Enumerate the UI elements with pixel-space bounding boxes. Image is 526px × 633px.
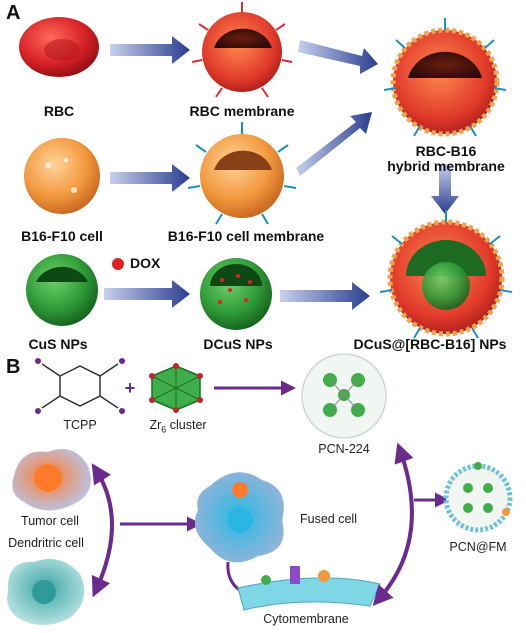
label-cytomembrane: Cytomembrane <box>263 612 349 626</box>
arrow-cytomembrane-to-pcn <box>372 442 414 606</box>
label-dcus: DCuS NPs <box>203 336 273 352</box>
fused-cell-illustration <box>194 472 284 563</box>
dox-dot <box>112 258 124 270</box>
hybrid-membrane-vesicle <box>383 18 507 137</box>
arrow-dcus-to-final <box>280 282 370 310</box>
pcn-fm-illustration <box>443 462 513 533</box>
label-hybrid-line2: hybrid membrane <box>387 158 505 174</box>
label-pcn224: PCN-224 <box>318 442 370 456</box>
rbc-membrane-vesicle <box>191 2 293 98</box>
label-hybrid-line1: RBC-B16 <box>415 143 477 159</box>
label-final: DCuS@[RBC-B16] NPs <box>353 336 507 352</box>
arrow-rbc-to-membrane <box>110 36 190 64</box>
panel-b-letter: B <box>6 356 21 378</box>
cus-np-illustration <box>26 254 98 326</box>
pcn224-illustration <box>301 353 387 439</box>
cytomembrane-illustration <box>237 566 381 611</box>
final-np-illustration <box>379 210 513 339</box>
panel-a-letter: A <box>6 2 21 24</box>
label-plus: + <box>124 378 136 398</box>
arrow-rbc-membrane-to-hybrid <box>298 40 378 74</box>
label-cus: CuS NPs <box>28 336 88 352</box>
zr6-cluster <box>149 363 203 413</box>
arrow-tumor-dendritic <box>91 463 114 598</box>
label-pcn-fm: PCN@FM <box>449 540 507 554</box>
label-rbc-membrane: RBC membrane <box>189 103 295 119</box>
label-dendritic-cell: Dendritric cell <box>8 536 84 550</box>
label-b16-membrane: B16-F10 cell membrane <box>167 228 325 244</box>
b16-cell-illustration <box>24 138 100 214</box>
rbc-illustration <box>19 17 99 77</box>
label-fused-cell: Fused cell <box>300 512 357 526</box>
b16-membrane-vesicle <box>187 122 297 225</box>
dcus-np-illustration <box>200 258 272 330</box>
label-zr-cluster: Zr6 cluster <box>149 418 207 435</box>
label-tumor-cell: Tumor cell <box>21 514 79 528</box>
arrow-cus-to-dcus <box>104 280 190 308</box>
dendritic-cell-illustration <box>7 558 85 625</box>
label-tcpp: TCPP <box>63 418 97 432</box>
arrow-hybrid-to-final <box>431 164 459 214</box>
tumor-cell-illustration <box>12 449 91 511</box>
arrow-b16-membrane-to-hybrid <box>296 112 372 176</box>
arrow-b16-to-membrane <box>110 164 190 192</box>
label-b16-cell: B16-F10 cell <box>21 228 103 244</box>
label-rbc: RBC <box>43 103 75 119</box>
tcpp-molecule <box>35 358 125 414</box>
label-dox: DOX <box>130 255 161 271</box>
